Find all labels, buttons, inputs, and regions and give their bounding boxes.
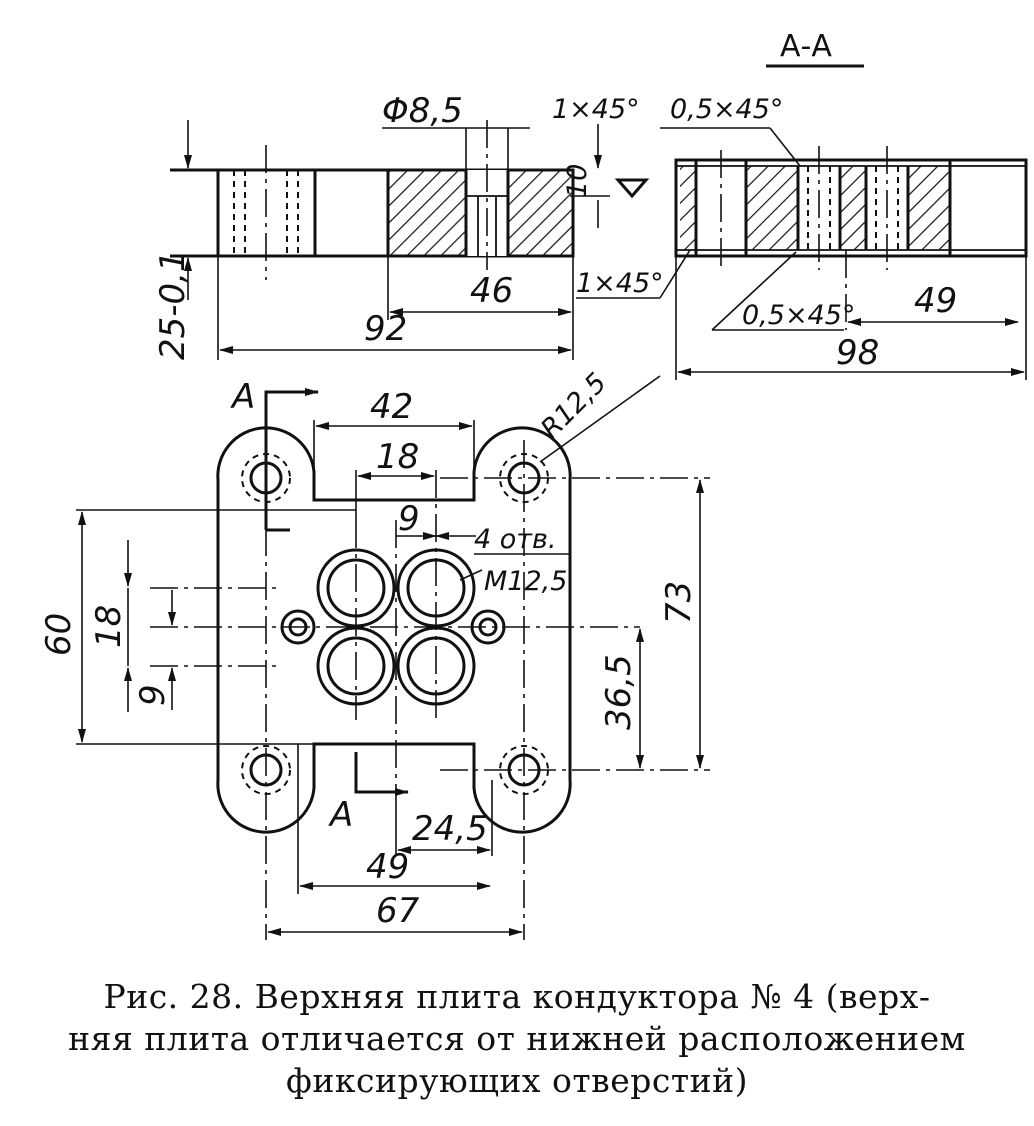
dim-9-top: 9 (398, 499, 420, 539)
dim-36-5: 36,5 (599, 654, 639, 730)
dim-depth: 10 (562, 164, 593, 198)
dim-92: 92 (364, 309, 407, 349)
technical-drawing: Φ8,5 1×45° 10 25-0,1 46 92 1×45° А-А (39, 29, 1028, 940)
thread-label: M12,5 (484, 566, 567, 597)
plan-view: А А 42 18 9 4 отв. M12,5 R12,5 60 (39, 367, 710, 940)
dim-49-section: 49 (914, 281, 957, 321)
surface-finish-symbol (614, 178, 650, 199)
dim-chamfer-top-left: 1×45° (552, 94, 640, 125)
dim-chamfer-top-right: 0,5×45° (670, 94, 783, 125)
section-marker-top: А (230, 377, 319, 532)
dim-73: 73 (659, 581, 699, 624)
dim-67: 67 (376, 891, 420, 931)
dim-radius: R12,5 (535, 367, 613, 445)
plate-outline (216, 426, 572, 834)
dim-98: 98 (836, 333, 879, 373)
dim-42: 42 (370, 387, 413, 427)
section-title: А-А (780, 29, 832, 64)
dim-24-5: 24,5 (412, 809, 488, 849)
section-a-a: А-А 0,5×45° 0,5×45° (660, 29, 1028, 380)
dim-chamfer-bottom: 1×45° (576, 268, 664, 299)
caption-line-1: Рис. 28. Верхняя плита кондуктора № 4 (в… (103, 977, 931, 1016)
dim-46: 46 (470, 271, 513, 311)
caption-line-2: няя плита отличается от нижней расположе… (68, 1019, 966, 1058)
dim-hole-diameter: Φ8,5 (382, 91, 463, 131)
section-outline (674, 158, 1028, 258)
svg-text:А: А (328, 795, 353, 835)
dim-chamfer-bottom-right: 0,5×45° (742, 300, 855, 331)
holes-count-label: 4 отв. (474, 524, 557, 555)
svg-text:А: А (230, 377, 255, 417)
dim-60: 60 (39, 613, 79, 656)
front-view: Φ8,5 1×45° 10 25-0,1 46 92 1×45° (153, 91, 691, 360)
section-marker-bottom: А (328, 752, 409, 835)
dim-9-left: 9 (133, 684, 173, 706)
dim-thickness: 25-0,1 (153, 250, 193, 360)
caption-line-3: фиксирующих отверстий) (286, 1061, 748, 1100)
dim-18-top: 18 (376, 437, 419, 477)
figure-caption: Рис. 28. Верхняя плита кондуктора № 4 (в… (20, 976, 1014, 1102)
dim-18-left: 18 (89, 605, 129, 648)
dim-49-bottom: 49 (366, 847, 409, 887)
